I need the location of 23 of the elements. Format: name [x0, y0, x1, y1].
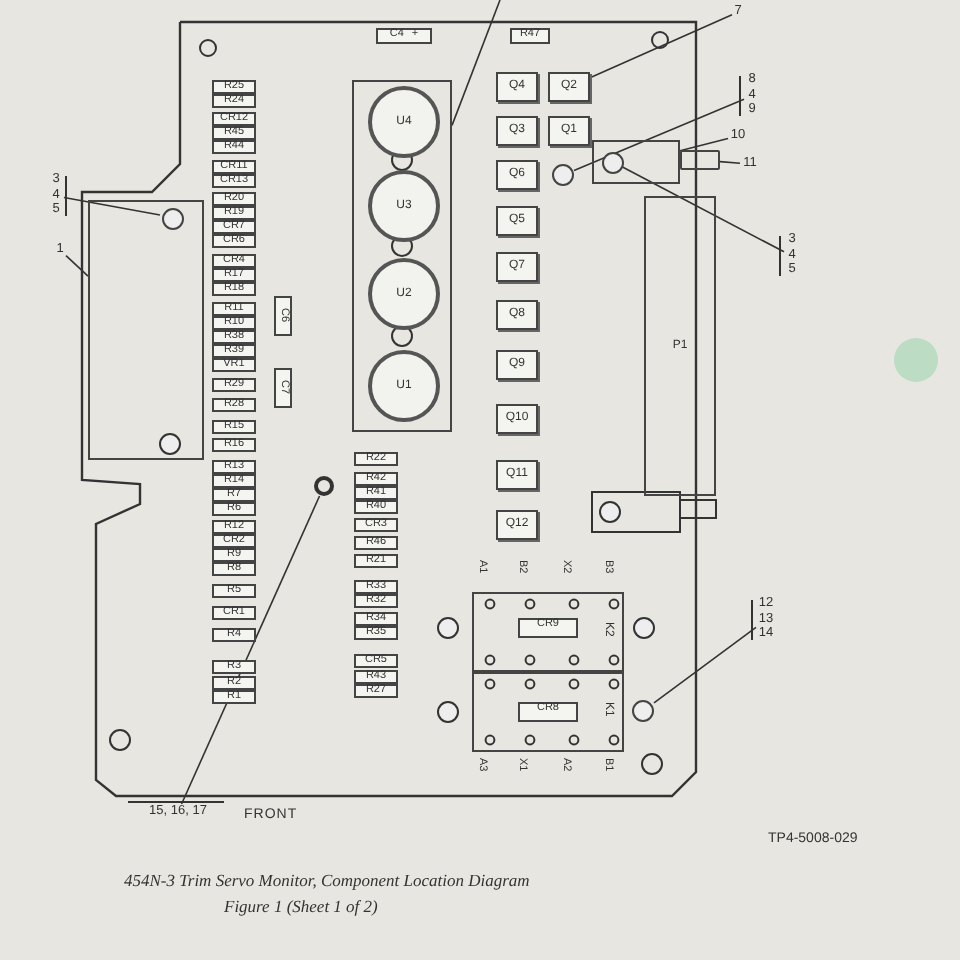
screw-icon: [162, 208, 184, 230]
caption: 454N-3 Trim Servo Monitor, Component Location Diagram: [124, 870, 530, 890]
leader-line: [653, 626, 757, 704]
relay-outline: [472, 592, 624, 672]
leader-line: [719, 160, 741, 164]
screw-icon: [552, 164, 574, 186]
cover-plate: [88, 200, 204, 460]
leader-line: [63, 196, 161, 216]
relay-outline: [472, 672, 624, 752]
leader-line: [679, 137, 729, 152]
mounting-hole: [314, 476, 334, 496]
leader-line: [180, 495, 321, 805]
screw-icon: [602, 152, 624, 174]
stud: [680, 150, 720, 170]
ic-mounting-strip: [352, 80, 452, 432]
leader-line: [65, 254, 89, 277]
screw-icon: [632, 700, 654, 722]
leader-line: [451, 0, 501, 127]
component-outline: [376, 28, 432, 44]
figure-number: Figure 1 (Sheet 1 of 2): [224, 896, 378, 916]
leader-line: [621, 165, 785, 253]
bracket: [592, 140, 680, 184]
leader-line: [589, 13, 733, 79]
